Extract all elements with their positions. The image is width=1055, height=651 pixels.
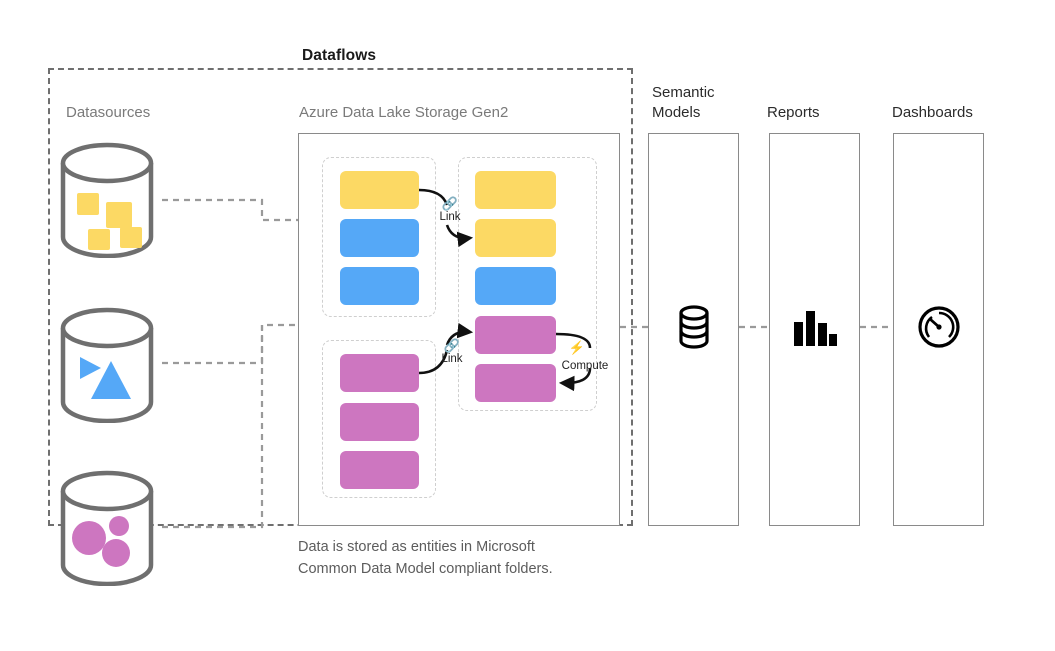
adls-caption: Data is stored as entities in Microsoft … (298, 536, 628, 580)
reports-label: Reports (767, 104, 820, 121)
adls-caption-line1: Data is stored as entities in Microsoft (298, 539, 535, 555)
chain-link-icon: 🔗 (443, 338, 461, 353)
compute-label: Compute (561, 360, 609, 372)
datasource-square-2 (106, 202, 132, 228)
datasource-triangle-large (91, 361, 131, 399)
bar-chart-icon (789, 303, 841, 351)
datasource-cylinder-1 (59, 142, 155, 259)
datasource-triangle-small (80, 357, 101, 379)
datasource-square-1 (77, 193, 99, 215)
datasource-square-4 (120, 227, 142, 248)
dashboards-container (893, 133, 984, 526)
link-label-lower: Link (441, 353, 463, 365)
datasource-circle-small (109, 516, 129, 536)
adls-label: Azure Data Lake Storage Gen2 (299, 104, 509, 121)
database-stack-icon (668, 303, 720, 351)
chain-link-icon: 🔗 (441, 196, 459, 211)
adls-caption-line2: Common Data Model compliant folders. (298, 561, 553, 577)
entity-bar (340, 403, 419, 441)
semantic-models-label-line1: Semantic (652, 84, 715, 101)
datasource-circle-large (72, 521, 106, 555)
entity-bar (475, 267, 556, 305)
gauge-icon (913, 303, 965, 351)
datasource-circle-medium (102, 539, 130, 567)
semantic-models-label: Semantic Models (652, 83, 715, 123)
entity-bar (340, 267, 419, 305)
datasources-label: Datasources (66, 104, 151, 121)
entity-bar (475, 316, 556, 354)
entity-bar (340, 354, 419, 392)
datasource-cylinder-2 (59, 307, 155, 424)
entity-bar (475, 364, 556, 402)
entity-bar (475, 219, 556, 257)
entity-bar (475, 171, 556, 209)
entity-bar (340, 451, 419, 489)
dashboards-label: Dashboards (892, 104, 973, 121)
link-label-upper: Link (439, 211, 461, 223)
datasource-cylinder-3 (59, 470, 155, 587)
entity-bar (340, 171, 419, 209)
dataflows-title: Dataflows (302, 47, 377, 64)
semantic-models-label-line2: Models (652, 104, 701, 121)
lightning-bolt-icon: ⚡ (568, 340, 586, 355)
entity-bar (340, 219, 419, 257)
datasource-square-3 (88, 229, 110, 250)
